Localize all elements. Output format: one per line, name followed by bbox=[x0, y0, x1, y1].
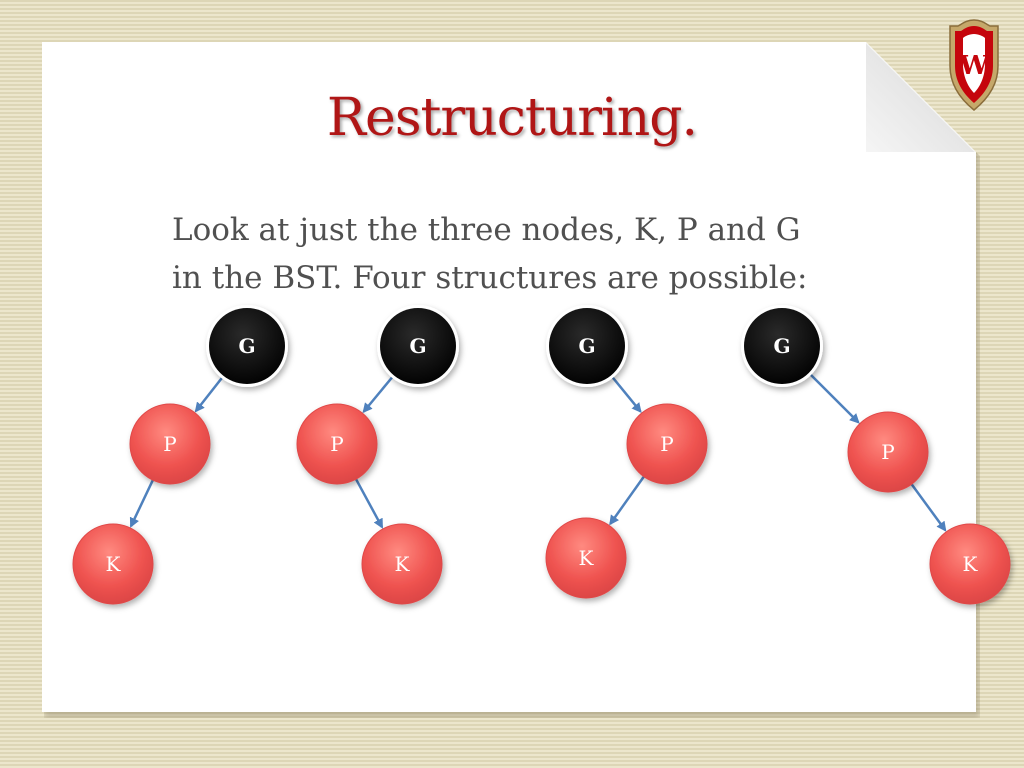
structure-4: G P K bbox=[741, 305, 1011, 605]
edge-g-p-left bbox=[362, 372, 397, 414]
node-circle bbox=[847, 411, 929, 493]
node-label: G bbox=[238, 334, 255, 358]
node-p: P bbox=[296, 403, 378, 485]
node-p: P bbox=[626, 403, 708, 485]
body-line-1: Look at just the three nodes, K, P and G bbox=[172, 212, 801, 248]
edge-p-k-right bbox=[909, 481, 947, 532]
edge-p-k-left bbox=[609, 474, 647, 526]
node-circle bbox=[209, 308, 285, 384]
structure-1: G P K bbox=[72, 305, 288, 605]
node-circle bbox=[380, 308, 456, 384]
node-label: P bbox=[881, 440, 894, 464]
edge-p-k-right bbox=[353, 476, 384, 529]
node-circle bbox=[545, 517, 627, 599]
edge-g-p-right bbox=[806, 370, 860, 424]
node-label: K bbox=[963, 552, 979, 576]
node-label: G bbox=[578, 334, 595, 358]
node-circle bbox=[929, 523, 1011, 605]
node-k: K bbox=[361, 523, 443, 605]
uw-crest-icon: W bbox=[949, 19, 999, 111]
slide-card bbox=[42, 42, 976, 712]
body-line-2: in the BST. Four structures are possible… bbox=[172, 260, 808, 296]
node-circle bbox=[129, 403, 211, 485]
node-label: P bbox=[660, 432, 673, 456]
edge-p-k-left bbox=[129, 477, 155, 528]
node-g: G bbox=[546, 305, 628, 387]
slide-body: Look at just the three nodes, K, P and G… bbox=[172, 206, 932, 302]
node-label: K bbox=[395, 552, 411, 576]
node-circle bbox=[626, 403, 708, 485]
structure-3: G P K bbox=[545, 305, 708, 599]
node-circle bbox=[296, 403, 378, 485]
node-label: G bbox=[773, 334, 790, 358]
node-k: K bbox=[929, 523, 1011, 605]
node-label: P bbox=[330, 432, 343, 456]
node-p: P bbox=[129, 403, 211, 485]
node-circle bbox=[361, 523, 443, 605]
node-label: K bbox=[106, 552, 122, 576]
node-label: P bbox=[163, 432, 176, 456]
node-g: G bbox=[206, 305, 288, 387]
node-label: K bbox=[579, 546, 595, 570]
node-g: G bbox=[377, 305, 459, 387]
node-circle bbox=[744, 308, 820, 384]
node-k: K bbox=[72, 523, 154, 605]
node-p: P bbox=[847, 411, 929, 493]
node-k: K bbox=[545, 517, 627, 599]
crest-letter: W bbox=[958, 51, 989, 81]
edge-g-p-right bbox=[608, 373, 642, 414]
node-label: G bbox=[409, 334, 426, 358]
node-circle bbox=[549, 308, 625, 384]
structure-2: G P K bbox=[296, 305, 459, 605]
node-g: G bbox=[741, 305, 823, 387]
node-circle bbox=[72, 523, 154, 605]
edge-g-p-left bbox=[194, 373, 226, 413]
slide-title: Restructuring. bbox=[326, 88, 698, 148]
